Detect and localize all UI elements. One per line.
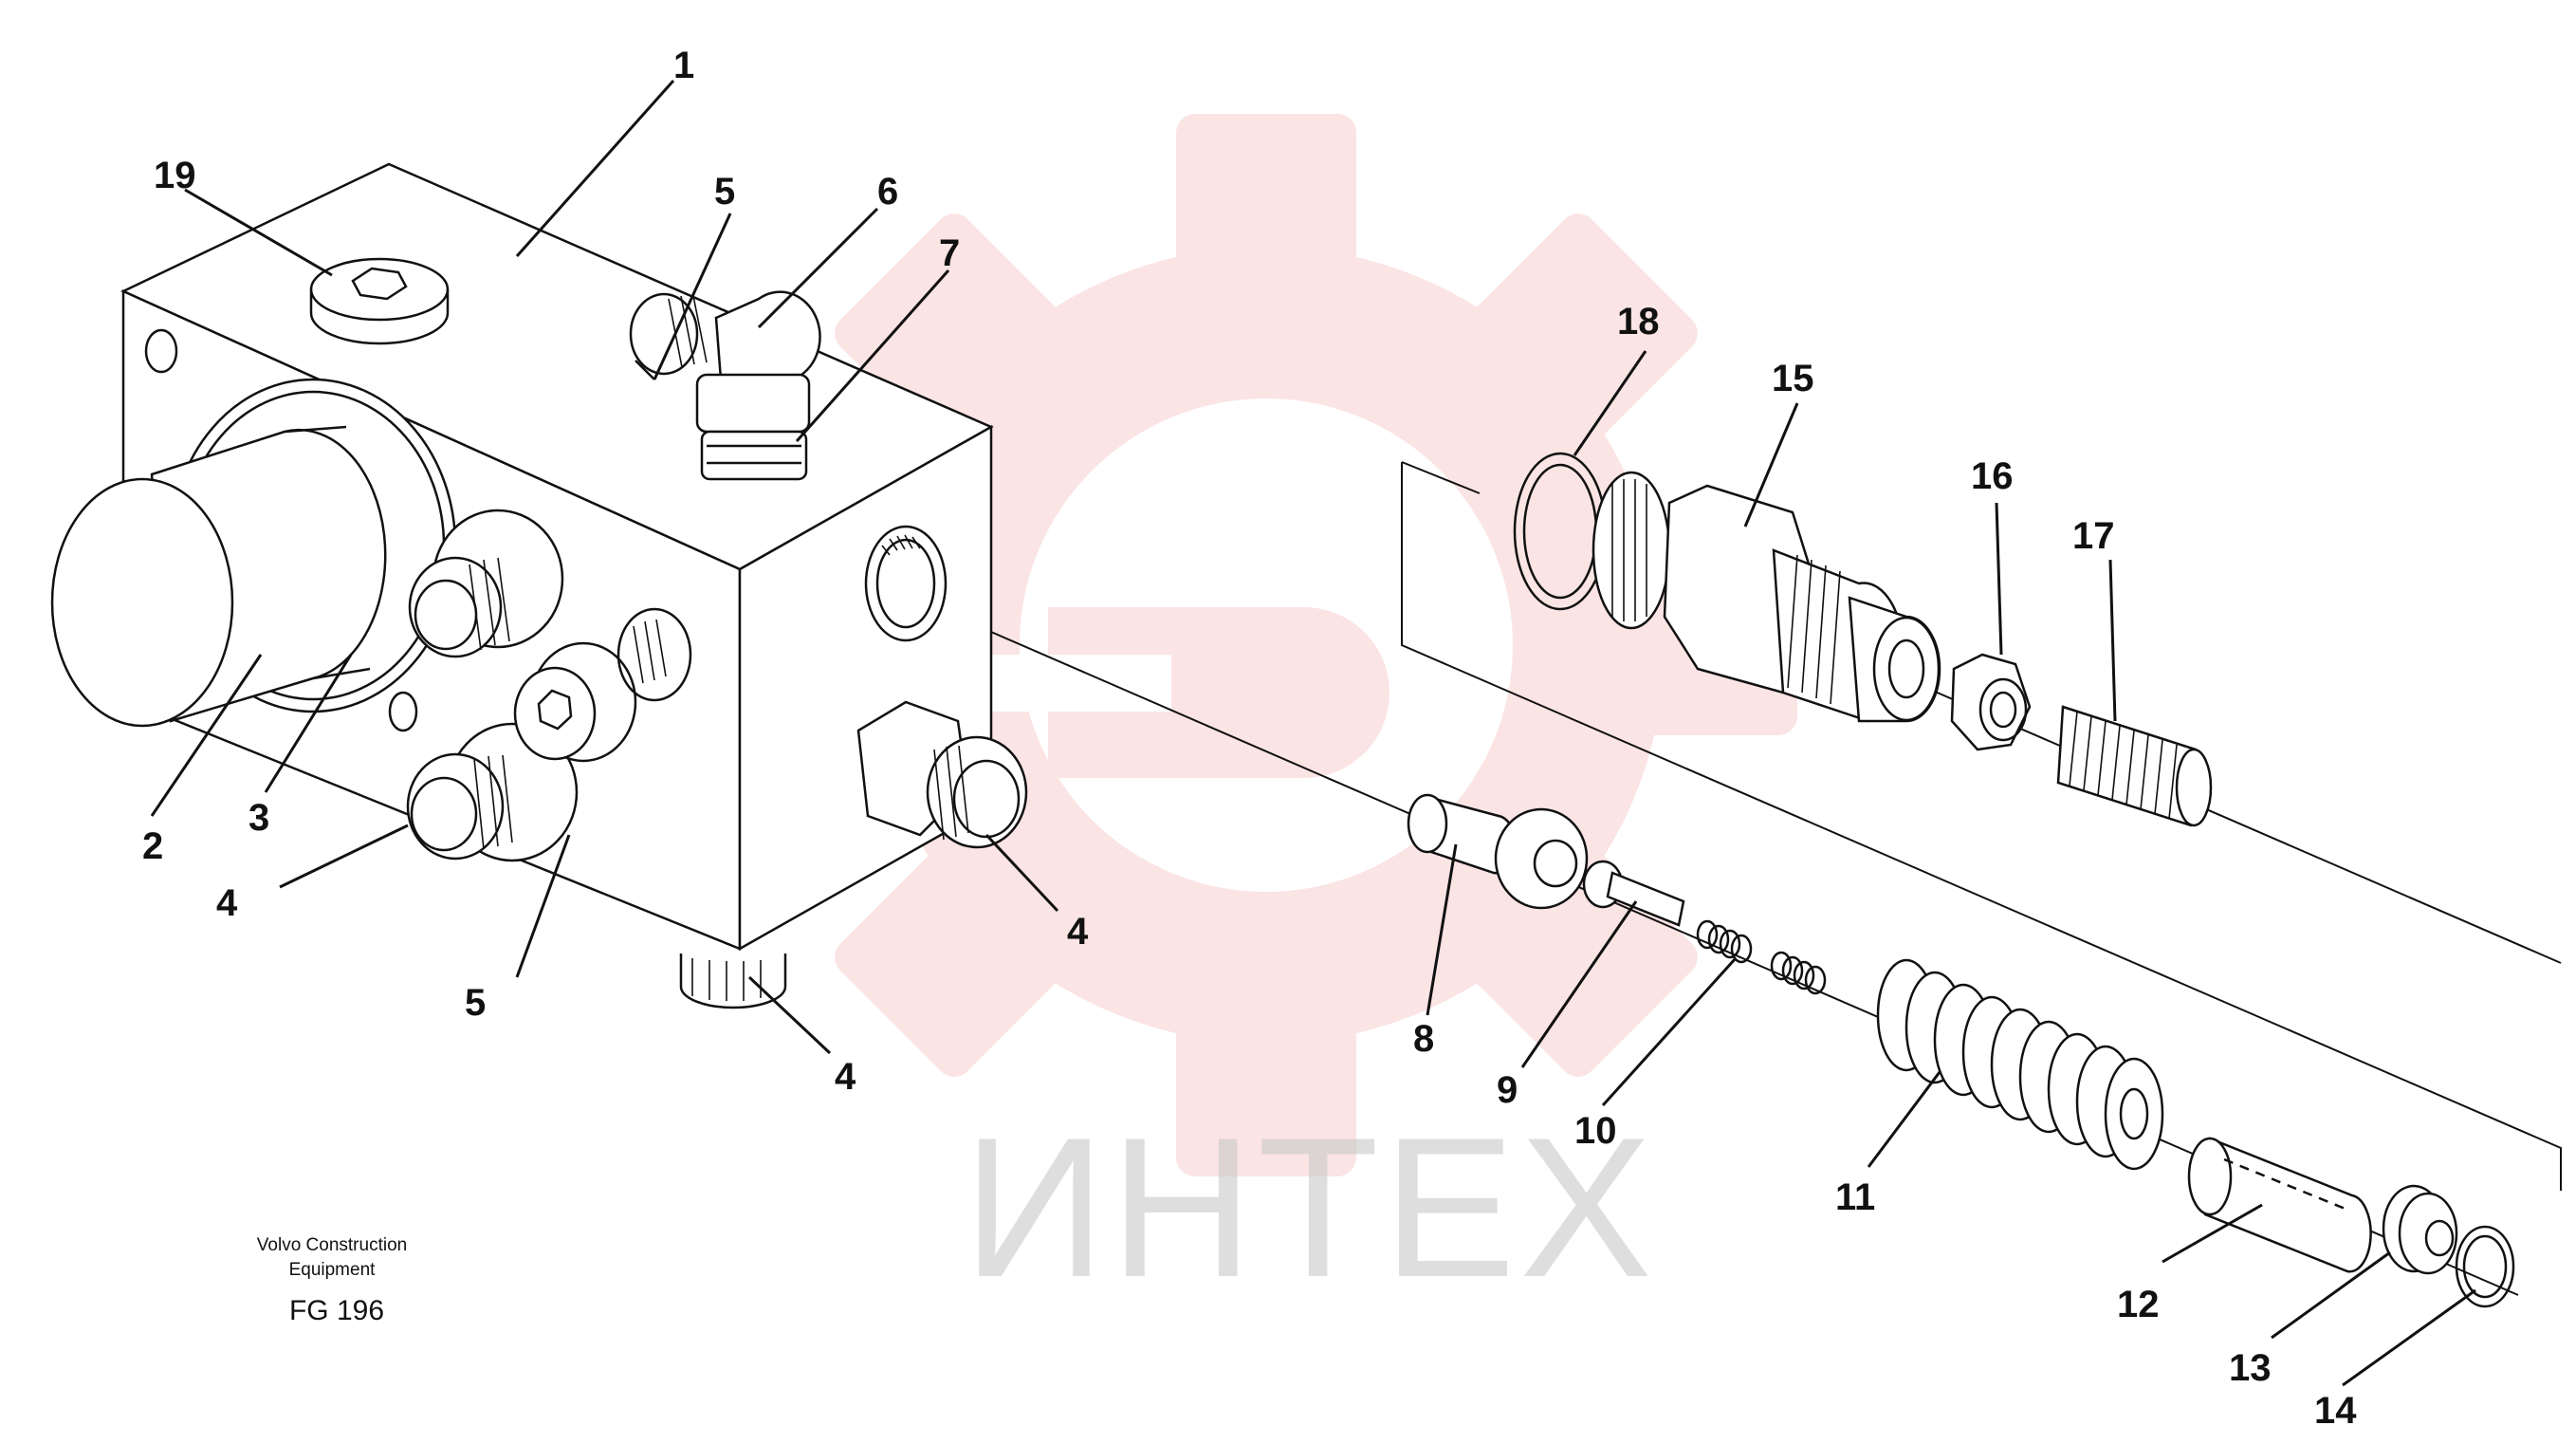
callout-labels: 1 19 5 6 7 18 15 16 17 2 3 4 5 4 4 8 9 1…	[142, 45, 2357, 1432]
cartridge-body-15	[1592, 471, 1941, 723]
port-center	[616, 607, 692, 702]
poppet-8	[1407, 793, 1517, 875]
callout-12: 12	[2117, 1284, 2160, 1325]
callout-8: 8	[1413, 1018, 1434, 1060]
elbow-fitting	[629, 290, 821, 481]
callout-3: 3	[248, 797, 269, 839]
callout-15: 15	[1772, 358, 1814, 399]
washer-9	[1494, 807, 1685, 927]
watermark-text: ИНТЕХ	[963, 1096, 1656, 1319]
callout-13: 13	[2229, 1347, 2272, 1389]
callout-5-bottom: 5	[465, 982, 486, 1024]
top-plug-19	[309, 257, 450, 345]
fitting-bottom	[679, 953, 787, 1009]
callout-2: 2	[142, 825, 163, 867]
callout-5-top: 5	[714, 171, 735, 213]
callout-1: 1	[673, 45, 694, 86]
company-line-1: Volvo Construction	[256, 1235, 408, 1255]
callout-9: 9	[1497, 1069, 1518, 1111]
callout-19: 19	[154, 155, 196, 196]
callout-4-left: 4	[216, 882, 238, 924]
fitting-right-face	[856, 700, 1028, 849]
callout-4-bottom: 4	[835, 1056, 856, 1098]
callout-10: 10	[1574, 1110, 1617, 1152]
spring-small-10	[1696, 919, 1827, 995]
figure-code: FG 196	[288, 1295, 385, 1326]
fitting-upper-left	[408, 509, 564, 658]
lock-nut-16	[1950, 653, 2032, 751]
ring-14	[2455, 1225, 2515, 1308]
callout-4-right: 4	[1067, 911, 1089, 953]
spacer-13	[2382, 1184, 2458, 1275]
callout-16: 16	[1971, 455, 2014, 497]
hex-plug-center	[513, 641, 637, 763]
cap-assembly-2-3	[50, 378, 457, 728]
company-caption: Volvo Construction Equipment	[218, 1233, 446, 1283]
callout-11: 11	[1835, 1176, 1875, 1218]
spring-large-11	[1876, 958, 2164, 1171]
leader-lines	[150, 80, 2476, 1387]
callout-17: 17	[2072, 515, 2115, 557]
callout-7: 7	[939, 232, 960, 274]
company-line-2: Equipment	[288, 1260, 376, 1280]
adjust-screw-17	[2056, 705, 2213, 827]
callout-6: 6	[877, 171, 898, 213]
callout-14: 14	[2314, 1390, 2357, 1432]
callout-18: 18	[1617, 301, 1660, 342]
sleeve-12	[2187, 1137, 2372, 1273]
